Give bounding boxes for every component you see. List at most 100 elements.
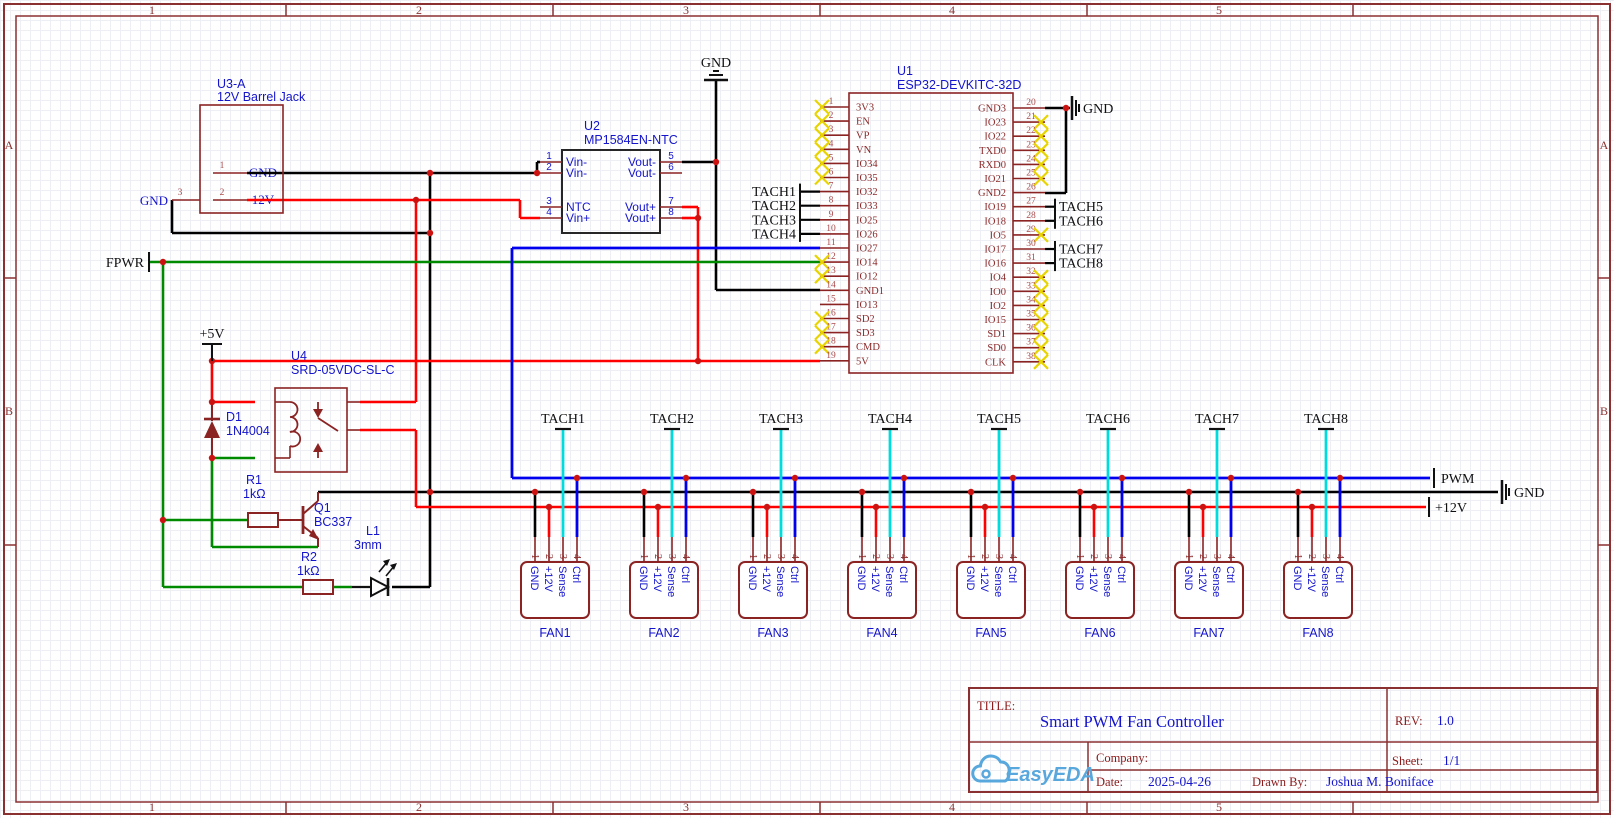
tach-top-label[interactable]: TACH2: [650, 412, 694, 427]
fan-body[interactable]: [738, 561, 808, 619]
q1-collector[interactable]: [302, 500, 319, 515]
u1-pin-num: 2: [829, 111, 834, 121]
tach-top-flag[interactable]: TACH5: [977, 412, 1021, 431]
u1-value[interactable]: ESP32-DEVKITC-32D: [897, 78, 1021, 92]
fan-name-label: FAN8: [1302, 626, 1333, 640]
tach-top-label[interactable]: TACH5: [977, 412, 1021, 427]
l1-ref[interactable]: L1: [366, 524, 380, 538]
sheet-value[interactable]: 1/1: [1443, 753, 1460, 768]
fan-pin-num: 1: [529, 554, 540, 559]
tach-top-label[interactable]: TACH1: [541, 412, 585, 427]
q1-value[interactable]: BC337: [314, 515, 352, 529]
pwm-flag[interactable]: PWM: [1433, 468, 1475, 488]
u1-ref[interactable]: U1: [897, 64, 913, 78]
fan-body[interactable]: [520, 561, 590, 619]
u4-ref[interactable]: U4: [291, 349, 307, 363]
tach-top-label[interactable]: TACH6: [1086, 412, 1130, 427]
tach-flag-label[interactable]: TACH1: [752, 185, 796, 200]
tach-top-label[interactable]: TACH8: [1304, 412, 1348, 427]
p5v-flag[interactable]: +5V: [199, 327, 225, 361]
tach-flag-label[interactable]: TACH7: [1059, 243, 1103, 258]
fan-body[interactable]: [847, 561, 917, 619]
tach-top-flag[interactable]: TACH6: [1086, 412, 1130, 431]
tach-top-flag[interactable]: TACH7: [1195, 412, 1239, 431]
u1-pin-num: 3: [829, 125, 834, 135]
tach-top-flag[interactable]: TACH3: [759, 412, 803, 431]
tach-top-flag[interactable]: TACH4: [868, 412, 912, 431]
q1-ref[interactable]: Q1: [314, 501, 331, 515]
r1-value[interactable]: 1kΩ: [243, 487, 266, 501]
u3-body[interactable]: [199, 104, 284, 214]
fan-name-label: FAN6: [1084, 626, 1115, 640]
tach-flag-label[interactable]: TACH8: [1059, 257, 1103, 272]
gnd-flag-top[interactable]: GND: [701, 56, 731, 82]
no-connect-x-icon: [1033, 297, 1049, 314]
tach-top-label[interactable]: TACH7: [1195, 412, 1239, 427]
u1-body[interactable]: [848, 92, 1014, 374]
tach-top-label[interactable]: TACH3: [759, 412, 803, 427]
u2-body[interactable]: [561, 149, 661, 234]
gnd-top-label[interactable]: GND: [701, 56, 731, 71]
d1-ref[interactable]: D1: [226, 410, 242, 424]
fan-body[interactable]: [1174, 561, 1244, 619]
u1-pin-num: 21: [1026, 112, 1036, 122]
fpwr-label[interactable]: FPWR: [106, 256, 145, 271]
led-icon[interactable]: [370, 576, 391, 598]
r2-body[interactable]: [302, 579, 334, 595]
sheet-title[interactable]: Smart PWM Fan Controller: [1040, 712, 1224, 731]
u3-value[interactable]: 12V Barrel Jack: [217, 90, 306, 104]
tach-flag-label[interactable]: TACH3: [752, 213, 796, 228]
date-value[interactable]: 2025-04-26: [1148, 774, 1211, 789]
p12v-label[interactable]: +12V: [1435, 501, 1467, 516]
fan-name-label: FAN7: [1193, 626, 1224, 640]
tach-top-label[interactable]: TACH4: [868, 412, 912, 427]
tach-flag-label[interactable]: TACH4: [752, 227, 796, 242]
gnd-flag-esp[interactable]: GND: [1070, 96, 1113, 120]
fpwr-flag[interactable]: FPWR: [106, 252, 150, 272]
title-block: TITLE: Smart PWM Fan Controller REV: 1.0…: [968, 687, 1598, 793]
fan-body[interactable]: [956, 561, 1026, 619]
gnd-net-label-left[interactable]: GND: [140, 193, 168, 208]
p12v-flag[interactable]: +12V: [1428, 497, 1467, 517]
r2-ref[interactable]: R2: [301, 550, 317, 564]
fan-body[interactable]: [1283, 561, 1353, 619]
tach-top-flag[interactable]: TACH2: [650, 412, 694, 431]
fan-body[interactable]: [1065, 561, 1135, 619]
u2-value[interactable]: MP1584EN-NTC: [584, 133, 678, 147]
pwm-label[interactable]: PWM: [1441, 472, 1475, 487]
r1-body[interactable]: [247, 512, 279, 528]
u1-pin-num: 36: [1026, 324, 1036, 334]
u2-ref[interactable]: U2: [584, 119, 600, 133]
gnd-flag-right[interactable]: GND: [1500, 480, 1544, 504]
u4-lever[interactable]: [317, 417, 339, 432]
fan-body[interactable]: [629, 561, 699, 619]
drawn-by-value[interactable]: Joshua M. Boniface: [1326, 774, 1434, 789]
u3-ref[interactable]: U3-A: [217, 77, 246, 91]
tach-top-flag[interactable]: TACH1: [541, 412, 585, 431]
tach-top-flag[interactable]: TACH8: [1304, 412, 1348, 431]
p5v-label[interactable]: +5V: [199, 327, 224, 342]
rev-value[interactable]: 1.0: [1437, 713, 1454, 728]
u4-value[interactable]: SRD-05VDC-SL-C: [291, 363, 395, 377]
tach-flag-label[interactable]: TACH6: [1059, 214, 1103, 229]
l1-value[interactable]: 3mm: [354, 538, 382, 552]
diode-icon[interactable]: [204, 421, 220, 438]
tach-flag-label[interactable]: TACH2: [752, 199, 796, 214]
d1-value[interactable]: 1N4004: [226, 424, 270, 438]
u1-pin-num: 30: [1026, 239, 1036, 249]
tach-flag-label[interactable]: TACH5: [1059, 200, 1103, 215]
r1-ref[interactable]: R1: [246, 473, 262, 487]
gnd-esp-label[interactable]: GND: [1083, 102, 1113, 117]
u1-pin-num: 15: [826, 294, 836, 304]
r2-value[interactable]: 1kΩ: [297, 564, 320, 578]
gnd-right-label[interactable]: GND: [1514, 486, 1544, 501]
frame-col-index: 3: [683, 3, 689, 17]
